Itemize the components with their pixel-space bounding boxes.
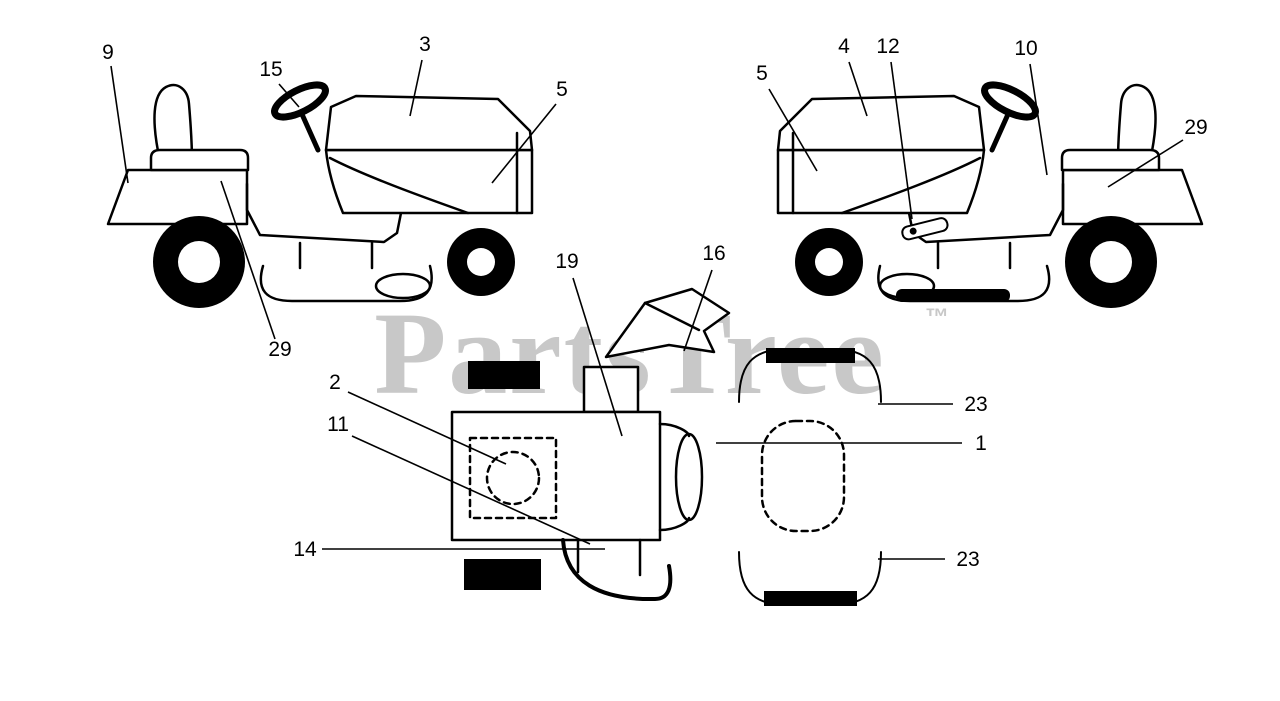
leader-line-11 xyxy=(351,435,591,545)
right-deck-blade-bar xyxy=(896,289,1010,302)
callout-4: 4 xyxy=(838,35,850,58)
leader-line-10 xyxy=(1029,63,1048,176)
callout-14: 14 xyxy=(293,538,317,561)
watermark-trademark-icon: ™ xyxy=(925,304,949,331)
belt-guard-curve xyxy=(561,538,673,602)
right-tractor-drawing xyxy=(778,78,1202,308)
leader-line-9 xyxy=(110,65,129,184)
decal-block-upper-left xyxy=(468,361,540,389)
guard-mount-lines xyxy=(576,538,642,577)
belt-top xyxy=(658,422,691,438)
engine-mount-dashed xyxy=(468,436,558,520)
decal-block-lower-left xyxy=(464,559,541,590)
chute-deflector xyxy=(604,287,731,359)
callout-15: 15 xyxy=(259,58,282,81)
callout-29-left: 29 xyxy=(268,338,291,361)
leader-line-16 xyxy=(683,269,713,352)
callout-5-right: 5 xyxy=(756,62,768,85)
callout-3: 3 xyxy=(419,33,431,56)
dashed-wheel xyxy=(760,419,846,533)
leader-line-19 xyxy=(572,277,623,437)
callout-5-left: 5 xyxy=(556,78,568,101)
deck-lift-lever xyxy=(901,217,949,241)
callout-labels: 9 15 3 5 29 2 11 14 19 16 23 1 23 5 4 12… xyxy=(102,33,1208,571)
callout-23-bottom: 23 xyxy=(956,548,979,571)
lever-pivot xyxy=(909,227,917,235)
leader-line-29-left xyxy=(220,180,276,340)
leader-line-29-right xyxy=(1107,139,1184,188)
drive-pulley xyxy=(674,432,704,522)
lever-body xyxy=(901,217,949,241)
callout-11: 11 xyxy=(327,413,349,436)
leader-lines xyxy=(110,59,1184,560)
callout-29-right: 29 xyxy=(1184,116,1207,139)
deflector-fold-line xyxy=(643,301,701,332)
callout-16: 16 xyxy=(702,242,725,265)
tire-decal-top xyxy=(766,348,855,363)
callout-9: 9 xyxy=(102,41,114,64)
callout-19: 19 xyxy=(555,250,578,273)
leader-line-5-left xyxy=(491,103,557,184)
crankshaft-dashed-circle xyxy=(485,450,541,506)
callout-12: 12 xyxy=(876,35,899,58)
engine-detail-drawing xyxy=(450,287,882,606)
belt-bottom xyxy=(658,516,691,532)
callout-10: 10 xyxy=(1014,37,1037,60)
leader-line-15 xyxy=(278,83,300,108)
leader-line-5-right xyxy=(768,88,818,172)
leader-line-2 xyxy=(347,391,507,465)
callout-1: 1 xyxy=(975,432,987,455)
leader-line-12 xyxy=(890,61,913,220)
left-tractor-drawing xyxy=(108,78,532,308)
tire-decal-bottom xyxy=(764,591,857,606)
muffler xyxy=(582,365,640,414)
callout-23-top: 23 xyxy=(964,393,987,416)
callout-2: 2 xyxy=(329,371,341,394)
leader-line-4 xyxy=(848,61,868,117)
leader-line-3 xyxy=(409,59,423,117)
